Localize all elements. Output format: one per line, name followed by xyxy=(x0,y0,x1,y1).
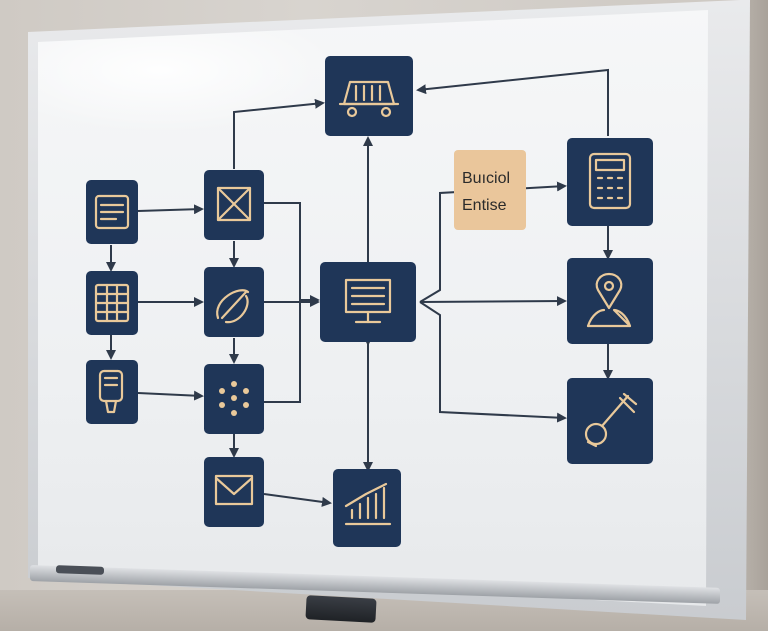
connector-image-to-monitor xyxy=(264,202,320,305)
dots-circle-tile xyxy=(204,364,264,434)
calculator-icon xyxy=(588,152,632,210)
bar-chart-tile xyxy=(333,469,401,547)
image-placeholder-icon xyxy=(216,186,252,222)
marker xyxy=(55,565,105,575)
dots-circle-icon xyxy=(219,381,249,416)
car-icon xyxy=(338,80,400,118)
document-tile xyxy=(86,180,138,244)
label-card-line1: Buıciol xyxy=(462,170,510,187)
monitor-tile xyxy=(320,262,416,342)
mail-icon xyxy=(214,474,254,506)
car-tile xyxy=(325,56,413,136)
wrench-tile xyxy=(567,378,653,464)
connector-monitor-to-pin xyxy=(419,296,567,307)
location-pin-tile xyxy=(567,258,653,344)
label-card-line2: Entise xyxy=(462,197,507,214)
spreadsheet-icon xyxy=(94,283,130,323)
connector-document-to-image xyxy=(137,204,204,215)
mobile-device-icon xyxy=(98,369,124,414)
image-placeholder-tile xyxy=(204,170,264,240)
wrench-icon xyxy=(584,392,638,448)
label-card: Buıciol Entise xyxy=(454,150,526,230)
link-tile xyxy=(204,267,264,337)
bar-chart-icon xyxy=(344,482,392,526)
monitor-icon xyxy=(344,278,392,324)
location-pin-icon xyxy=(586,272,632,328)
mobile-device-tile xyxy=(86,360,138,424)
connector-mobile-to-dots xyxy=(137,390,204,401)
spreadsheet-tile xyxy=(86,271,138,335)
connector-image-to-car xyxy=(233,98,325,169)
mail-tile xyxy=(204,457,264,527)
connector-monitor-to-wrench xyxy=(419,301,567,423)
calculator-tile xyxy=(567,138,653,226)
connector-mail-to-chart xyxy=(263,493,332,507)
link-icon xyxy=(216,289,250,324)
connector-calculator-to-car xyxy=(416,68,609,136)
connector-dots-to-monitor xyxy=(264,297,320,403)
document-icon xyxy=(94,194,130,230)
whiteboard-eraser xyxy=(305,595,377,623)
